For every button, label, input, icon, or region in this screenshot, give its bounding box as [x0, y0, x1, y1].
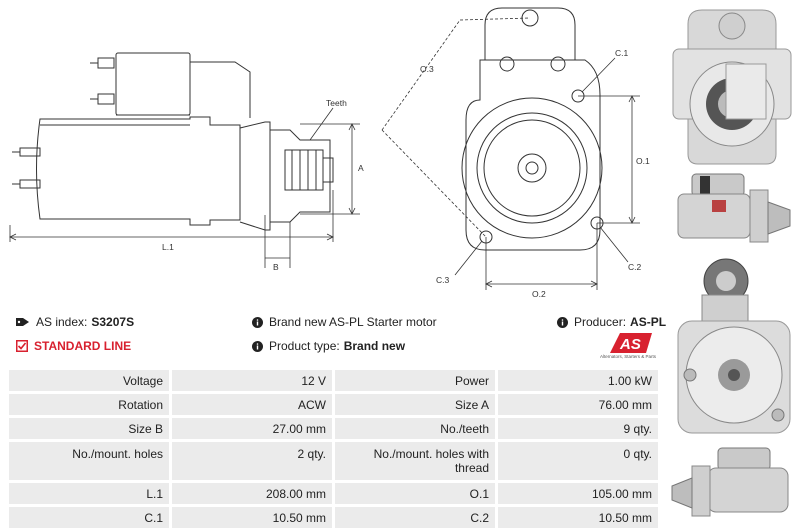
- spec-label: O.1: [335, 483, 498, 504]
- description-text: Brand new AS-PL Starter motor: [269, 315, 437, 329]
- as-index-label: AS index:: [36, 315, 88, 329]
- spec-label: No./teeth: [335, 418, 498, 439]
- dimension-a-label: A: [358, 163, 364, 173]
- dimension-b-label: B: [273, 262, 279, 272]
- as-pl-logo-mark: AS: [610, 333, 652, 353]
- spec-value: 12 V: [172, 370, 335, 391]
- dimension-c2-label: C.2: [628, 262, 642, 272]
- spec-label: Power: [335, 370, 498, 391]
- spec-label: Size B: [9, 418, 172, 439]
- info-icon: [252, 316, 263, 328]
- front-view-drawing: O.3 C.1 O.1 C.2 C.3 O.2: [381, 7, 650, 299]
- as-pl-logo: AS Alternators, Starters & Parts: [596, 331, 660, 363]
- teeth-label: Teeth: [326, 98, 347, 108]
- dimension-c3-label: C.3: [436, 275, 450, 285]
- dimension-o2-label: O.2: [532, 289, 546, 299]
- spec-value: 208.00 mm: [172, 483, 335, 504]
- spec-value: ACW: [172, 394, 335, 415]
- spec-value: 0 qty.: [498, 442, 661, 480]
- info-icon: [252, 340, 263, 352]
- producer-label: Producer:: [574, 315, 627, 329]
- product-type-label: Product type:: [269, 339, 340, 353]
- dimension-l1-label: L.1: [162, 242, 174, 252]
- spec-label: Voltage: [9, 370, 172, 391]
- spec-label: Size A: [335, 394, 498, 415]
- spec-label: C.1: [9, 507, 172, 528]
- side-view-drawing: Teeth A L.1 B: [9, 52, 364, 272]
- info-icon: [557, 316, 568, 328]
- spec-value: 9 qty.: [498, 418, 661, 439]
- dimension-c1-label: C.1: [615, 48, 629, 58]
- spec-label: No./mount. holes with thread: [335, 442, 498, 480]
- spec-value: 76.00 mm: [498, 394, 661, 415]
- spec-label: L.1: [9, 483, 172, 504]
- description-row: Brand new AS-PL Starter motor: [252, 315, 437, 329]
- spec-value: 105.00 mm: [498, 483, 661, 504]
- tag-icon: [16, 318, 29, 326]
- producer-row: Producer: AS-PL: [557, 315, 666, 329]
- spec-label: Rotation: [9, 394, 172, 415]
- spec-value: 27.00 mm: [172, 418, 335, 439]
- logo-text: AS: [619, 336, 641, 353]
- spec-label: No./mount. holes: [9, 442, 172, 480]
- spec-value: 2 qty.: [172, 442, 335, 480]
- standard-line-text: STANDARD LINE: [34, 339, 132, 353]
- spec-value: 10.50 mm: [172, 507, 335, 528]
- dimension-o1-label: O.1: [636, 156, 650, 166]
- logo-tagline: Alternators, Starters & Parts: [599, 354, 657, 359]
- product-photo-rear: [677, 258, 791, 434]
- as-index-value: S3207S: [91, 315, 135, 329]
- checkbox-checked-icon: [16, 340, 28, 352]
- product-type-value: Brand new: [343, 339, 406, 353]
- product-photo-side: [677, 173, 791, 243]
- spec-label: C.2: [335, 507, 498, 528]
- spec-value: 1.00 kW: [498, 370, 661, 391]
- as-index-row: AS index: S3207S: [16, 315, 134, 329]
- standard-line-badge: STANDARD LINE: [16, 339, 131, 353]
- dimension-o3-label: O.3: [420, 64, 434, 74]
- product-photo-angle: [671, 447, 789, 517]
- product-type-row: Product type: Brand new: [252, 339, 405, 353]
- product-photo-front: [672, 9, 792, 165]
- producer-value: AS-PL: [630, 315, 667, 329]
- spec-value: 10.50 mm: [498, 507, 661, 528]
